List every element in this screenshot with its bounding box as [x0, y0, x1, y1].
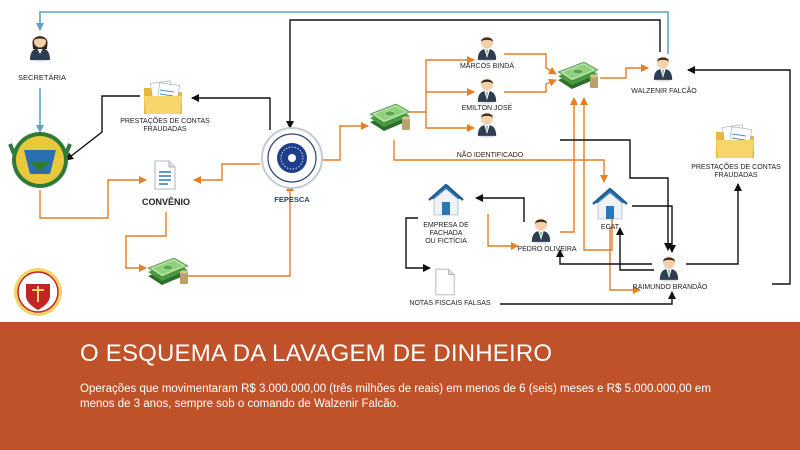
marcos-label: MARCOS BINDÁ	[452, 63, 522, 71]
flow-notas-raimundo	[500, 292, 672, 304]
raimundo-person-icon	[660, 257, 678, 282]
convenio-document-icon	[155, 161, 175, 189]
secretaria-person-icon	[30, 36, 50, 63]
walzenir-person-icon	[654, 57, 672, 82]
flow-seal-convenio	[40, 180, 146, 218]
naoident-person-icon	[478, 113, 496, 138]
ecat-label: ECAT	[590, 224, 630, 232]
flow-raimundo-prestacoes	[686, 184, 738, 264]
prestacoes-right-folder-icon	[716, 125, 754, 158]
flow-pedro-money	[560, 98, 574, 232]
raimundo-label: RAIMUNDO BRANDÃO	[630, 284, 710, 292]
slide-title: O ESQUEMA DA LAVAGEM DE DINHEIRO	[80, 340, 552, 368]
flow-ecat-raimundo	[610, 226, 640, 290]
flow-empresa-pedro	[488, 214, 518, 246]
flow-money-ecat	[394, 140, 604, 182]
emilton-label: EMILTON JOSÉ	[452, 105, 522, 113]
fepesca-label: FEPESCA	[262, 196, 322, 204]
flow-fepesca-money	[322, 126, 368, 160]
marcos-person-icon	[478, 37, 496, 62]
notas-label: NOTAS FISCAIS FALSAS	[400, 300, 500, 308]
empresa-label: EMPRESA DE FACHADA OU FICTÍCIA	[406, 222, 486, 246]
convenio-label: CONVÊNIO	[136, 198, 196, 206]
flow-convenio-money	[126, 212, 166, 268]
money-stack-icon	[148, 258, 188, 285]
flow-money-naoident	[426, 112, 474, 128]
slide-description: Operações que movimentaram R$ 3.000.000,…	[80, 382, 720, 412]
flow-ecat-raimundo-black	[632, 206, 672, 252]
empresa-house-icon	[429, 185, 463, 215]
walzenir-label: WALZENIR FALCÃO	[624, 88, 704, 96]
emilton-person-icon	[478, 79, 496, 104]
prestacoes-left-label: PRESTAÇÕES DE CONTAS FRAUDADAS	[120, 118, 210, 134]
pedro-person-icon	[532, 219, 550, 244]
prestacoes-left-folder-icon	[144, 81, 182, 114]
flow-money-walzenir	[600, 68, 648, 78]
money-laundering-diagram	[0, 0, 800, 322]
connectors	[40, 12, 790, 304]
nao-identificado-label: NÃO IDENTIFICADO	[440, 152, 540, 160]
money-stack-icon	[370, 104, 410, 131]
police-emblem-icon	[14, 268, 62, 316]
prestacoes-right-label: PRESTAÇÕES DE CONTAS FRAUDADAS	[690, 164, 782, 180]
notas-document-icon	[436, 269, 454, 295]
state-seal-icon	[10, 132, 70, 188]
fepesca-logo-icon	[262, 128, 322, 188]
flow-pedro-empresa	[476, 198, 524, 222]
secretaria-label: SECRETÁRIA	[12, 74, 72, 82]
ecat-house-icon	[593, 189, 627, 219]
flow-walzenir-secretaria	[40, 12, 668, 54]
flow-emilton-money	[504, 80, 556, 92]
flow-fepesca-convenio	[194, 164, 260, 180]
money-stack-icon	[558, 62, 598, 89]
pedro-label: PEDRO OLIVEIRA	[512, 246, 582, 254]
